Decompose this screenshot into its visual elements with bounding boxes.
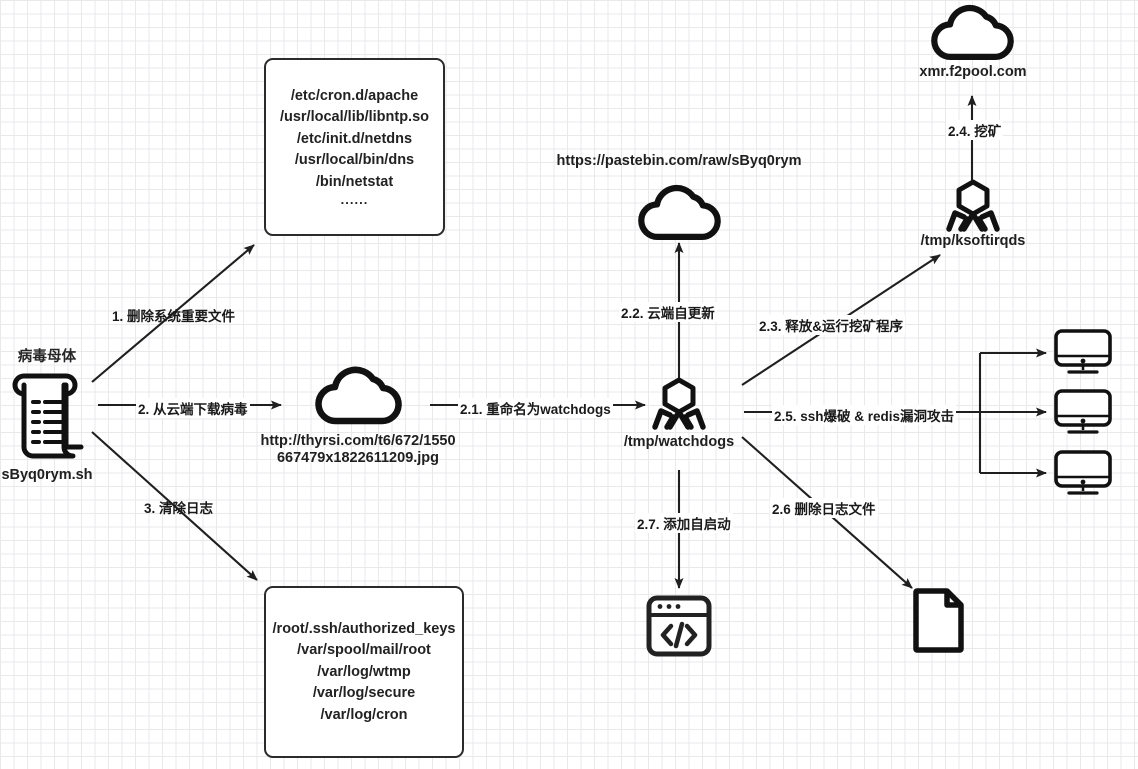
cloud-icon bbox=[315, 366, 402, 425]
log-file-item: /var/log/wtmp bbox=[317, 663, 411, 680]
edge-label-add-autostart: 2.7. 添加自启动 bbox=[635, 513, 733, 533]
system-file-item: /usr/local/bin/dns bbox=[294, 152, 415, 168]
log-file-item: /var/log/secure bbox=[312, 685, 416, 702]
document-file-icon bbox=[913, 588, 964, 653]
watchdogs-node[interactable] bbox=[647, 377, 711, 440]
edge-label-delete-log-file: 2.6 删除日志文件 bbox=[770, 498, 878, 518]
victim-host-1[interactable] bbox=[1052, 328, 1114, 383]
system-file-item: /etc/init.d/netdns bbox=[296, 130, 413, 147]
autostart-script-node[interactable] bbox=[644, 593, 714, 664]
edge-delete-system-files bbox=[91, 244, 255, 383]
log-file-item: /root/.ssh/authorized_keys bbox=[272, 620, 456, 637]
payload-cloud-url-line2: 667479x1822611209.jpg bbox=[276, 450, 440, 466]
dropper-filename: sByq0rym.sh bbox=[1, 467, 93, 483]
payload-cloud-url-line1: http://thyrsi.com/t6/672/1550 bbox=[260, 433, 456, 449]
dropper-node[interactable] bbox=[8, 366, 88, 469]
edge-label-clear-logs: 3. 清除日志 bbox=[144, 501, 214, 516]
payload-cloud-node[interactable] bbox=[314, 365, 402, 432]
edge-label-delete-system-files: 1. 删除系统重要文件 bbox=[112, 309, 236, 324]
cloud-icon bbox=[931, 4, 1014, 60]
edge-label-ssh-redis-attack: 2.5. ssh爆破 & redis漏洞攻击 bbox=[772, 405, 957, 425]
code-window-icon bbox=[646, 595, 712, 657]
victim-host-3[interactable] bbox=[1052, 449, 1114, 504]
pastebin-cloud-node[interactable] bbox=[637, 183, 721, 248]
edge-label-drop-run-miner: 2.3. 释放&运行挖矿程序 bbox=[757, 315, 906, 335]
ksoftirqds-node[interactable] bbox=[941, 179, 1005, 242]
system-files-box[interactable]: /etc/cron.d/apache /usr/local/lib/libntp… bbox=[264, 58, 445, 236]
pool-cloud-node[interactable] bbox=[930, 3, 1014, 68]
log-file-item: /var/log/cron bbox=[320, 706, 408, 723]
system-file-item: /usr/local/lib/libntp.so bbox=[279, 109, 430, 125]
deleted-file-node[interactable] bbox=[911, 586, 967, 659]
edge-label-download-virus: 2. 从云端下载病毒 bbox=[136, 398, 250, 418]
system-file-item-ellipsis: ...... bbox=[340, 191, 369, 207]
edge-label-rename-watchdogs: 2.1. 重命名为watchdogs bbox=[458, 398, 613, 418]
log-file-item: /var/spool/mail/root bbox=[297, 642, 431, 659]
cloud-icon bbox=[638, 184, 721, 240]
edge-label-self-update: 2.2. 云端自更新 bbox=[619, 302, 717, 322]
scroll-script-icon bbox=[12, 373, 84, 459]
pastebin-cloud-url: https://pastebin.com/raw/sByq0rym bbox=[556, 153, 802, 169]
monitor-icon bbox=[1054, 450, 1112, 495]
edge-clear-logs bbox=[91, 431, 258, 581]
monitor-icon bbox=[1054, 389, 1112, 434]
log-files-box[interactable]: /root/.ssh/authorized_keys /var/spool/ma… bbox=[264, 586, 464, 758]
watchdogs-path: /tmp/watchdogs bbox=[623, 434, 735, 450]
edge-label-mining: 2.4. 挖矿 bbox=[946, 120, 1004, 140]
system-file-item: /etc/cron.d/apache bbox=[290, 87, 419, 104]
virus-phage-icon bbox=[652, 377, 706, 430]
pool-cloud-domain: xmr.f2pool.com bbox=[919, 64, 1027, 80]
monitor-icon bbox=[1054, 329, 1112, 374]
dropper-title: 病毒母体 bbox=[17, 349, 77, 365]
system-file-item: /bin/netstat bbox=[315, 173, 394, 190]
virus-phage-icon bbox=[946, 179, 1000, 232]
ksoftirqds-path: /tmp/ksoftirqds bbox=[920, 233, 1026, 249]
victim-host-2[interactable] bbox=[1052, 388, 1114, 443]
